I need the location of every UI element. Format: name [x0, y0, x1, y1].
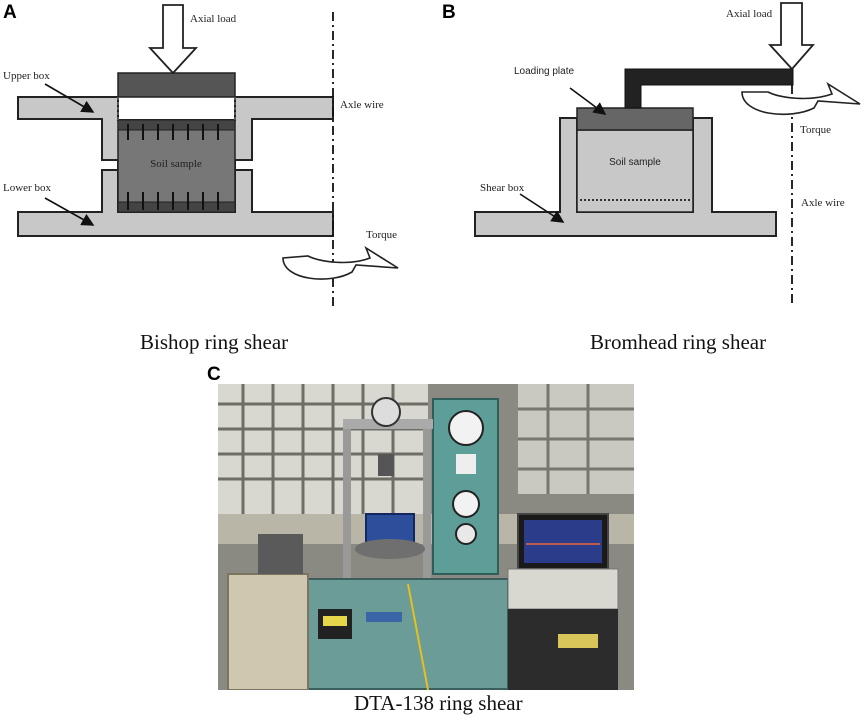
- panel-letter-b: B: [442, 2, 456, 23]
- top-cap-a: [117, 72, 236, 98]
- panel-letter-a: A: [3, 2, 17, 23]
- label-lower-box: Lower box: [3, 182, 51, 194]
- bromhead-diagram: Axial load Loading plate Soil sample She…: [474, 2, 861, 306]
- vanes-bottom-a: [127, 192, 219, 210]
- loading-plate: [576, 107, 694, 131]
- label-torque-a: Torque: [366, 229, 397, 241]
- caption-dta: DTA-138 ring shear: [354, 691, 523, 715]
- caption-bromhead: Bromhead ring shear: [590, 330, 767, 354]
- torque-arrow-a: [282, 246, 399, 280]
- porous-stone-top-a: [117, 119, 236, 131]
- label-torque-b: Torque: [800, 124, 831, 136]
- label-soil-sample-b: Soil sample: [609, 157, 661, 168]
- loading-arm: [624, 68, 794, 109]
- porous-stone-bottom-a: [117, 201, 236, 213]
- vanes-top-a: [127, 124, 219, 140]
- dta-138-photo: [218, 384, 634, 690]
- label-axial-load-a: Axial load: [190, 13, 237, 25]
- label-axle-wire-b: Axle wire: [801, 197, 845, 209]
- bishop-diagram: Axial load Upper box Lower box Axle wire…: [3, 4, 399, 306]
- caption-bishop: Bishop ring shear: [140, 330, 289, 354]
- label-loading-plate: Loading plate: [514, 66, 574, 77]
- label-soil-sample-a: Soil sample: [150, 158, 202, 170]
- panel-letter-c: C: [207, 364, 221, 385]
- soil-sample-b: [576, 129, 694, 213]
- axial-load-arrow-b: [767, 2, 815, 71]
- label-upper-box: Upper box: [3, 70, 50, 82]
- torque-arrow-b: [741, 82, 861, 115]
- axial-load-arrow-a: [147, 4, 199, 75]
- label-shear-box: Shear box: [480, 182, 525, 194]
- label-axle-wire-a: Axle wire: [340, 99, 384, 111]
- label-axial-load-b: Axial load: [726, 8, 773, 20]
